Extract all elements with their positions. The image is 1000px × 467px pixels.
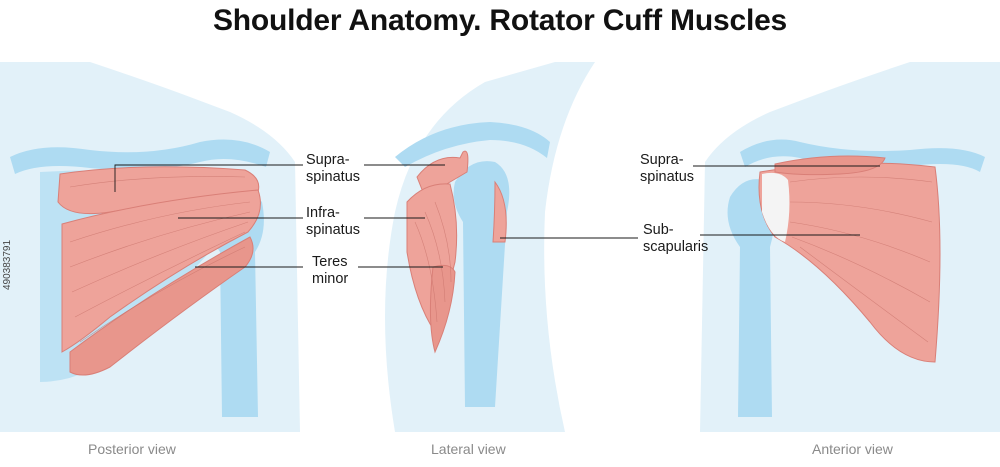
- anterior-muscle-fibers: [789, 176, 933, 343]
- label-teres-line2: minor: [312, 271, 349, 287]
- stock-id-text: 490383791: [2, 239, 13, 290]
- caption-posterior-view: Posterior view: [88, 441, 176, 457]
- caption-anterior-view: Anterior view: [812, 441, 893, 457]
- lateral-clavicle: [395, 122, 550, 167]
- label-supraspinatus-line1: Supra-: [306, 152, 350, 168]
- caption-lateral-view: Lateral view: [431, 441, 506, 457]
- label-supraspinatus-ant-line2: spinatus: [640, 169, 695, 185]
- anterior-supraspinatus-muscle: [774, 155, 886, 176]
- label-infraspinatus: Infra- spinatus: [306, 205, 360, 239]
- label-subscapularis: Sub- scapularis: [643, 222, 708, 256]
- label-subscapularis-line2: scapularis: [643, 239, 709, 255]
- lateral-subscapularis-muscle: [492, 180, 507, 243]
- label-teres-minor: Teres minor: [312, 254, 348, 288]
- label-infraspinatus-line1: Infra-: [306, 205, 340, 221]
- anterior-view-illustration: [700, 62, 1000, 432]
- label-subscapularis-line1: Sub-: [643, 222, 674, 238]
- lateral-view-illustration: [355, 62, 645, 432]
- anterior-clavicle: [740, 139, 985, 172]
- label-teres-line1: Teres: [312, 254, 348, 270]
- posterior-view-illustration: [0, 62, 300, 432]
- anterior-tendon: [762, 172, 790, 242]
- page-title: Shoulder Anatomy. Rotator Cuff Muscles: [212, 4, 788, 37]
- label-supraspinatus-center: Supra- spinatus: [306, 152, 360, 186]
- label-supraspinatus-right: Supra- spinatus: [640, 152, 694, 186]
- posterior-clavicle: [10, 139, 270, 174]
- anterior-view-svg: [700, 62, 1000, 432]
- lateral-view-svg: [385, 62, 595, 432]
- label-supraspinatus-line2: spinatus: [306, 169, 361, 185]
- posterior-view-svg: [0, 62, 300, 432]
- lateral-teres-minor-muscle: [429, 264, 456, 354]
- posterior-infraspinatus-muscle: [61, 189, 261, 353]
- label-supraspinatus-ant-line1: Supra-: [640, 152, 684, 168]
- anterior-humerus: [727, 179, 775, 417]
- label-infraspinatus-line2: spinatus: [306, 222, 361, 238]
